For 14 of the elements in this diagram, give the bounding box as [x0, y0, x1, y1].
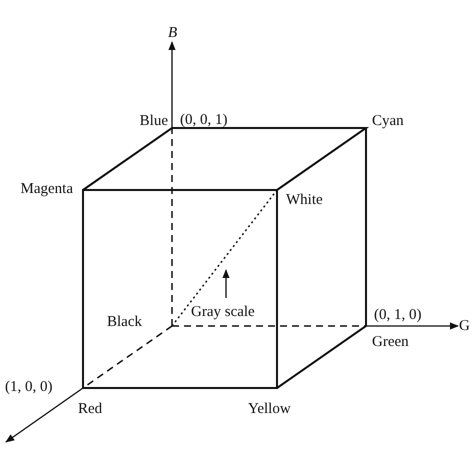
coordinate-label: (0, 1, 0) [374, 308, 422, 323]
axis-annotation: Gray scale [191, 305, 255, 320]
corner-label: White [286, 193, 323, 208]
corner-label: Green [372, 335, 409, 350]
axis-label: G [459, 319, 470, 334]
corner-label: Red [78, 402, 102, 417]
corner-label: Black [107, 315, 142, 330]
axis-label: B [168, 26, 178, 41]
coordinate-label: (1, 0, 0) [5, 380, 52, 395]
corner-label: Cyan [372, 114, 404, 129]
corner-label: Blue [140, 114, 168, 129]
corner-label: Yellow [248, 402, 291, 417]
coordinate-label: (0, 0, 1) [180, 113, 228, 128]
corner-label: Magenta [20, 182, 73, 197]
